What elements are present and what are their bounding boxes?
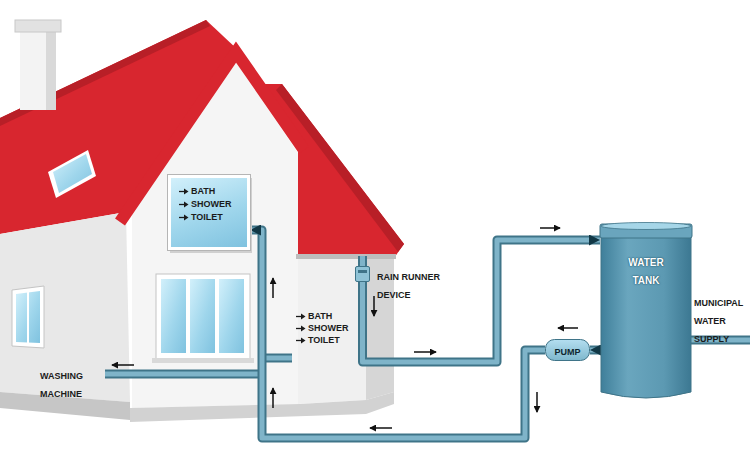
flow-indicator [414, 351, 436, 353]
tank-text: WATER TANK [628, 257, 663, 286]
device-text: RAIN RUNNER DEVICE [377, 272, 440, 300]
window-text: TOILET [191, 212, 223, 223]
water-pipe [363, 240, 601, 362]
appliance-label-box: WASHING MACHINE [40, 365, 98, 401]
side-window-glass [16, 291, 40, 343]
text-row: RAIN RUNNER DEVICE [377, 266, 453, 302]
tank-body [601, 236, 691, 398]
arrow-head [184, 215, 189, 221]
pipe-core [250, 230, 545, 438]
node-text-group: WATER TANK [617, 252, 675, 288]
flow-arrow [179, 188, 189, 195]
arrow-head [301, 338, 306, 344]
window-text: SHOWER [191, 199, 232, 210]
pipe-core [363, 240, 601, 362]
flow-arrow [296, 337, 306, 344]
flow-arrow [179, 214, 189, 221]
branch-pipe-core [105, 372, 262, 377]
skylight-frame [48, 150, 96, 198]
gutter [296, 254, 396, 259]
flow-indicator [370, 427, 392, 429]
branch-pipe-casing [105, 370, 262, 379]
tank-lid [601, 223, 691, 230]
connector-group [250, 230, 600, 438]
chimney [20, 30, 56, 110]
tank-outline [600, 222, 692, 402]
water-pipe [250, 230, 545, 438]
flow-indicator [272, 278, 274, 298]
window-sill [152, 358, 254, 363]
water-pipe [590, 350, 600, 351]
device-body [356, 267, 370, 282]
text-row: TOILET [179, 211, 243, 224]
downpipe-core [360, 256, 365, 267]
rain-runner-device: RAIN RUNNER DEVICE [355, 266, 370, 282]
supply-label-box: MUNICIPAL WATER SUPPLY [694, 292, 748, 346]
chimney-shade [46, 30, 56, 110]
flow-indicator [540, 227, 560, 229]
downpipe-casing [358, 256, 367, 267]
chimney-cap [15, 20, 61, 32]
fixture-label: TOILET [308, 335, 340, 346]
roof-ridge [0, 20, 210, 126]
fixture-label-box: BATH [296, 311, 332, 322]
pump-text: PUMP [554, 347, 580, 357]
device-band [358, 270, 367, 273]
window-text: BATH [191, 186, 215, 197]
lower-window-pane [219, 279, 244, 353]
pipe-casing [250, 230, 545, 438]
flow-arrow [296, 325, 306, 332]
arrow-head [301, 314, 306, 320]
node-text-group: BATH SHOWER TOILET [171, 178, 247, 228]
appliance-label: WASHING MACHINE [40, 371, 83, 399]
device-outline [355, 266, 370, 282]
side-window-frame [12, 286, 44, 348]
flow-indicator [272, 388, 274, 408]
fixture-window: BATH SHOWER TOILET [168, 175, 250, 250]
skylight-glass [53, 154, 92, 193]
lower-window-pane [190, 279, 215, 353]
arrow-head [184, 202, 189, 208]
side-window-bar [27, 292, 29, 343]
flow-indicator [373, 296, 375, 316]
fixture-label: BATH [308, 311, 332, 322]
flow-indicator [536, 392, 538, 412]
pump-body [546, 340, 590, 361]
water-tank: WATER TANK [600, 222, 692, 402]
flow-indicator [558, 327, 578, 329]
arrow-head [184, 189, 189, 195]
pump-unit: PUMP [545, 339, 590, 361]
supply-label: MUNICIPAL WATER SUPPLY [694, 298, 743, 344]
text-row: PUMP [554, 341, 580, 359]
text-row: WATER TANK [617, 252, 675, 288]
pipe-casing [363, 240, 601, 362]
fixture-label: SHOWER [308, 323, 349, 334]
lower-window-frame [156, 274, 250, 360]
fixture-label-box: SHOWER [296, 323, 349, 334]
pipe-casing [590, 346, 600, 355]
pipe-core [590, 348, 600, 353]
flow-arrow [296, 313, 306, 320]
flow-arrow [179, 201, 189, 208]
text-row: BATH [179, 185, 243, 198]
node-text-group: RAIN RUNNER DEVICE [377, 266, 453, 302]
lower-window-pane [161, 279, 186, 353]
fixture-label-box: TOILET [296, 335, 340, 346]
node-text-group: PUMP [545, 339, 590, 361]
text-row: SHOWER [179, 198, 243, 211]
arrow-head [301, 326, 306, 332]
wing-roof-edge [276, 84, 404, 252]
flow-indicator [112, 364, 134, 366]
